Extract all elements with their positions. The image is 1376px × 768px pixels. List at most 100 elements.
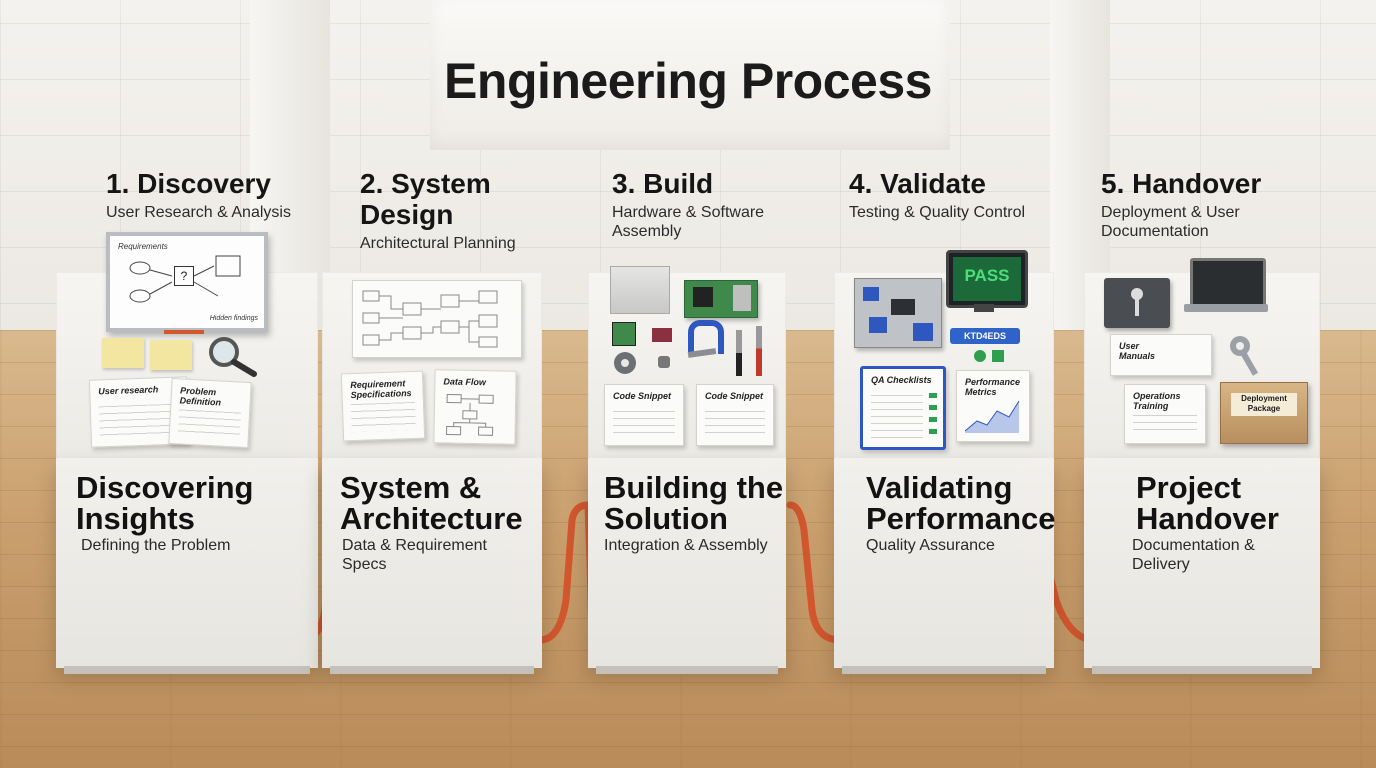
- front-title: System & Architecture: [340, 472, 523, 534]
- front-subtitle-line: Documentation &: [1132, 537, 1255, 554]
- screwdriver-icon: [736, 330, 742, 376]
- gear-icon: [614, 352, 636, 374]
- pedestal-base: [330, 666, 534, 674]
- pedestal-front: [834, 458, 1054, 668]
- whiteboard-note: Hidden findings: [209, 315, 258, 322]
- pedestal-1: Requirements ? Hidden findings User rese…: [56, 232, 318, 674]
- key-icon: [1230, 336, 1259, 376]
- doc-lines: [705, 411, 765, 437]
- doc-label: Requirement Specifications: [350, 378, 412, 401]
- stage-subheading-line: Documentation: [1101, 223, 1209, 240]
- pedestal-base: [1092, 666, 1312, 674]
- front-title-line: Discovering: [76, 470, 254, 505]
- pedestal-front: [588, 458, 786, 668]
- chart-icon: [964, 400, 1020, 433]
- whiteboard-question-box: ?: [174, 266, 194, 286]
- pedestal-3: Code Snippet Code Snippet Building the S…: [588, 266, 786, 674]
- doc-label: QA Checklists: [871, 375, 932, 385]
- checkmark-icon: [992, 350, 1004, 362]
- pedestal-front: [56, 458, 318, 668]
- stage-heading-line: Design: [360, 199, 454, 230]
- doc-lines: [350, 401, 416, 433]
- doc-lines: [98, 403, 180, 439]
- doc-label: Operations Training: [1133, 391, 1181, 411]
- doc-lines: [613, 411, 675, 437]
- pedestal-5: User Manuals Operations Training Deploym…: [1084, 258, 1320, 674]
- front-title: Project Handover: [1136, 472, 1279, 534]
- front-title-line: Validating: [866, 470, 1013, 505]
- stage-3-header: 3. Build Hardware & Software Assembly: [612, 168, 764, 241]
- stage-heading: 3. Build: [612, 168, 714, 199]
- doc-performance-metrics: Performance Metrics: [956, 370, 1030, 442]
- sticky-note-icon: [150, 340, 192, 370]
- doc-label: Performance Metrics: [965, 377, 1021, 397]
- stage-heading: 5. Handover: [1101, 168, 1262, 199]
- laptop-icon: [1190, 258, 1266, 308]
- screwdriver-icon: [756, 326, 762, 376]
- nut-icon: [658, 356, 670, 368]
- code-snippet-doc: Code Snippet: [604, 384, 684, 446]
- monitor-stand: [974, 304, 994, 312]
- front-title-line: Project: [1136, 470, 1242, 505]
- sensor-board-icon: [612, 322, 636, 346]
- pedestal-2: Requirement Specifications Data Flow Sys…: [322, 272, 542, 674]
- binder-icon: [1104, 278, 1170, 328]
- bracket-icon: [688, 320, 724, 354]
- marker-icon: [164, 330, 204, 334]
- magnifier-icon: [209, 337, 257, 377]
- stage-5-header: 5. Handover Deployment & User Documentat…: [1101, 168, 1261, 241]
- pedestal-4: PASS KTD4EDS QA Checklists Performance M…: [834, 250, 1056, 674]
- stage-heading: 1. Discovery: [106, 168, 271, 199]
- stage-subheading-line: Assembly: [612, 223, 682, 240]
- front-title: Discovering Insights: [76, 472, 253, 534]
- front-title-line: Performance: [866, 501, 1056, 536]
- doc-label: Problem Definition: [179, 385, 222, 408]
- doc-requirement-specs: Requirement Specifications: [340, 370, 426, 442]
- page-title: Engineering Process: [444, 53, 932, 109]
- pedestal-base: [596, 666, 778, 674]
- monitor-icon: PASS: [946, 250, 1028, 308]
- doc-operations-training: Operations Training: [1124, 384, 1206, 444]
- front-subtitle: Documentation & Delivery: [1132, 536, 1255, 574]
- front-title: Building the Solution: [604, 472, 783, 534]
- stage-subheading-line: Deployment & User: [1101, 204, 1240, 221]
- stage-subheading: Architectural Planning: [360, 235, 516, 252]
- front-title-line: Building the: [604, 470, 784, 505]
- whiteboard-note: Requirements: [118, 242, 168, 251]
- stage-2-header: 2. System Design Architectural Planning: [360, 168, 516, 253]
- test-rig-icon: [854, 278, 942, 348]
- wall-recess: [430, 0, 950, 150]
- doc-label: Code Snippet: [613, 391, 671, 401]
- laptop-base: [1184, 304, 1268, 312]
- front-subtitle-line: Specs: [342, 556, 387, 573]
- enclosure-icon: [610, 266, 670, 314]
- box-label: Deployment Package: [1231, 393, 1297, 416]
- front-title-line: Handover: [1136, 501, 1279, 536]
- front-subtitle: Defining the Problem: [81, 537, 231, 554]
- doc-label: User Manuals: [1119, 341, 1156, 361]
- flowchart-icon: [446, 394, 494, 436]
- front-subtitle: Integration & Assembly: [604, 537, 768, 554]
- front-subtitle: Quality Assurance: [866, 537, 995, 554]
- stage-heading: 4. Validate: [849, 168, 986, 199]
- doc-lines: [871, 395, 923, 439]
- box-icon: Deployment Package: [1220, 382, 1308, 444]
- key-icon: [1131, 288, 1143, 316]
- doc-user-manuals: User Manuals: [1110, 334, 1212, 376]
- stage-1-header: 1. Discovery User Research & Analysis: [106, 168, 291, 222]
- front-title: Validating Performance: [866, 472, 1056, 534]
- pedestal-front: [322, 458, 542, 668]
- doc-problem-definition: Problem Definition: [168, 377, 252, 449]
- doc-lines: [1133, 415, 1197, 435]
- status-badge: KTD4EDS: [950, 328, 1020, 344]
- stage-subheading: Testing & Quality Control: [849, 204, 1026, 221]
- pedestal-front: [1084, 458, 1320, 668]
- doc-label: User research: [98, 384, 159, 397]
- doc-data-flow: Data Flow: [433, 369, 517, 445]
- front-title-line: Architecture: [340, 501, 523, 536]
- monitor-status: PASS: [953, 257, 1021, 301]
- doc-lines: [177, 409, 242, 439]
- front-title-line: System &: [340, 470, 482, 505]
- stage-4-header: 4. Validate Testing & Quality Control: [849, 168, 1025, 222]
- blueprint-icon: [352, 280, 522, 358]
